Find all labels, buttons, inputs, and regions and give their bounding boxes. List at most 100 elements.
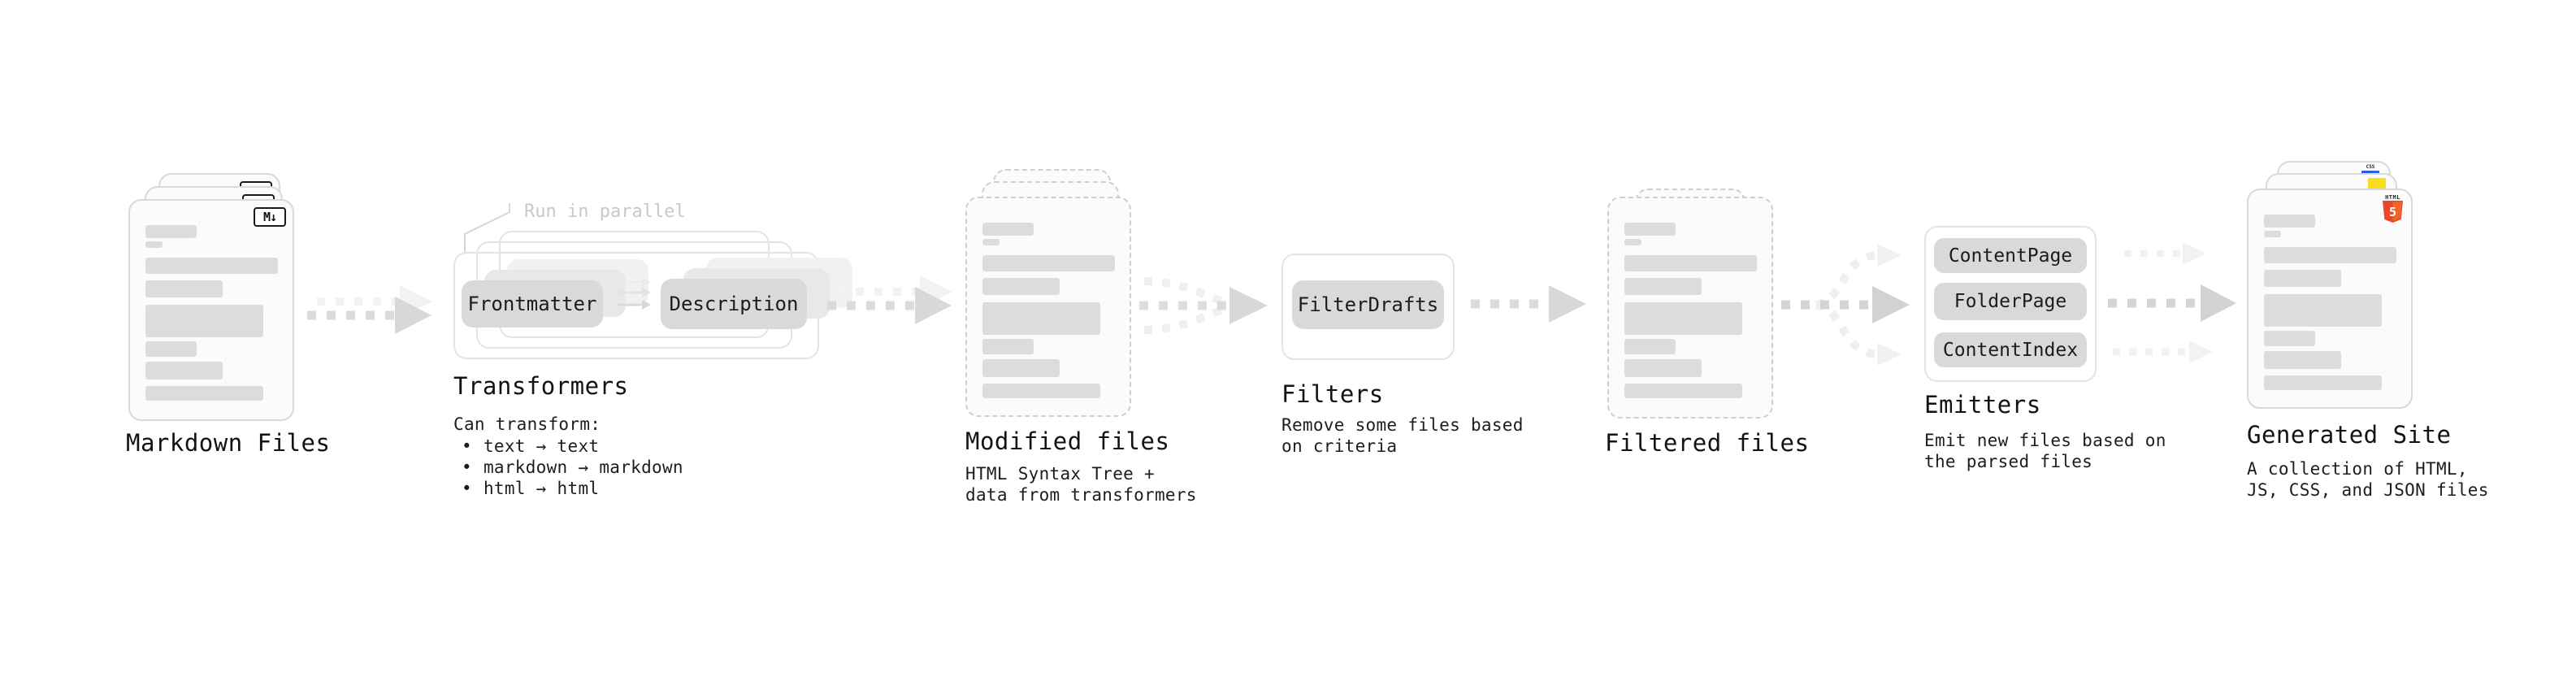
text-line-bar [2264,231,2281,237]
mini-arrow [618,277,651,287]
transformers-bullet-list: •text → text •markdown → markdown •html … [462,436,683,499]
text-line-bar [1624,339,1676,354]
arrow-modified-to-filters [1139,277,1268,334]
stage-label-filters: Filters [1281,380,1384,408]
annotation-leader-line [464,203,510,254]
run-in-parallel-annotation: Run in parallel [524,202,686,222]
site-desc-line2: JS, CSS, and JSON files [2247,480,2489,500]
mini-arrow [618,300,651,310]
text-line-bar [1624,302,1742,335]
modified-desc-line1: HTML Syntax Tree + [965,464,1155,484]
filters-frame [1281,254,1455,360]
stage-transformers: Run in parallel Frontmatter Description … [453,202,876,510]
arrow-transformers-to-modified [827,275,952,324]
arrow-faint-top [2124,242,2206,265]
text-line-bar [145,225,197,238]
site-file-card-html: HTML 5 [2247,189,2413,409]
filterdrafts-pill: FilterDrafts [1292,280,1444,329]
site-desc-line1: A collection of HTML, [2247,459,2468,479]
stage-label-modified-files: Modified files [965,427,1170,455]
filtered-file-card-front [1607,197,1773,419]
text-line-bar [2264,247,2396,263]
description-pill: Description [661,279,807,329]
text-line-bar [982,359,1060,377]
frontmatter-pill: Frontmatter [462,280,603,327]
stage-label-markdown-files: Markdown Files [126,429,331,457]
svg-text:5: 5 [2389,205,2396,219]
emitter-pill-contentpage: ContentPage [1934,238,2087,273]
text-line-bar [2264,331,2315,346]
text-line-bar [982,255,1115,271]
emitters-desc-line2: the parsed files [1924,452,2093,471]
text-line-bar [2264,215,2315,228]
transformers-desc-title: Can transform: [453,414,601,434]
stage-label-transformers: Transformers [453,372,629,400]
stage-filters: FilterDrafts Filters Remove some files b… [1281,254,1525,481]
filters-desc-line1: Remove some files based [1281,415,1524,435]
arrow-emitters-to-site [2108,242,2236,363]
markdown-file-card-front: M↓ [128,199,294,421]
stage-markdown-files: M↓ M↓ M↓ Markdown Files [126,173,340,482]
bullet-icon: • [462,436,472,456]
text-line-bar [1624,278,1702,295]
document-text-placeholder [1609,198,1772,417]
html5-icon: HTML 5 [2382,194,2404,227]
js-icon [2368,178,2386,189]
text-line-bar [982,302,1100,335]
text-line-bar [982,384,1100,398]
stage-emitters: ContentPage FolderPage ContentIndex Emit… [1924,226,2168,494]
document-text-placeholder [2249,190,2411,407]
stage-label-filtered-files: Filtered files [1605,429,1810,457]
arrow-filtered-to-emitters [1781,244,1910,366]
text-line-bar [2264,375,2382,390]
text-line-bar [982,339,1034,354]
text-line-bar [145,341,197,357]
stage-generated-site: CSS HTML 5 Generated Site A collection o… [2247,161,2488,510]
document-text-placeholder [130,201,293,419]
text-line-bar [982,278,1060,295]
converge-curve-bottom [1143,305,1225,334]
bullet-text: text → text [483,436,600,456]
emitter-pill-contentindex: ContentIndex [1934,332,2087,367]
arrow-main [827,287,952,324]
modified-desc-line2: data from transformers [965,485,1197,505]
emitter-pill-folderpage: FolderPage [1934,283,2087,320]
text-line-bar [1624,223,1676,236]
stage-label-emitters: Emitters [1924,391,2041,419]
modified-file-card-front [965,197,1131,417]
text-line-bar [145,362,223,380]
arrow-filters-to-filtered [1471,285,1586,323]
filters-desc-line2: on criteria [1281,436,1398,456]
text-line-bar [1624,384,1742,398]
bullet-icon: • [462,458,472,477]
text-line-bar [145,280,223,297]
arrow-faint-bottom [2113,340,2213,363]
stage-modified-files: Modified files HTML Syntax Tree + data f… [965,169,1196,510]
text-line-bar [982,239,1000,245]
css-icon: CSS [2361,165,2379,174]
diverge-curve-top [1815,251,1876,309]
text-line-bar [1624,255,1757,271]
emitters-frame [1924,226,2097,382]
bullet-text: html → html [483,479,600,498]
text-line-bar [145,305,263,337]
text-line-bar [982,223,1034,236]
arrow-markdown-to-transformers [307,285,432,334]
text-line-bar [145,241,163,248]
text-line-bar [2264,351,2341,369]
stage-label-generated-site: Generated Site [2247,421,2452,449]
text-line-bar [1624,359,1702,377]
stage-filtered-files: Filtered files [1605,189,1835,481]
text-line-bar [145,258,278,274]
text-line-bar [2264,294,2382,327]
emitters-desc-line1: Emit new files based on [1924,431,2166,450]
document-text-placeholder [967,198,1130,415]
text-line-bar [2264,270,2341,287]
bullet-text: markdown → markdown [483,458,683,477]
text-line-bar [1624,239,1641,245]
arrow-main-middle [2108,284,2236,322]
converge-curve-top [1143,277,1225,306]
mini-arrow [618,288,651,297]
diverge-curve-bottom [1815,301,1876,358]
